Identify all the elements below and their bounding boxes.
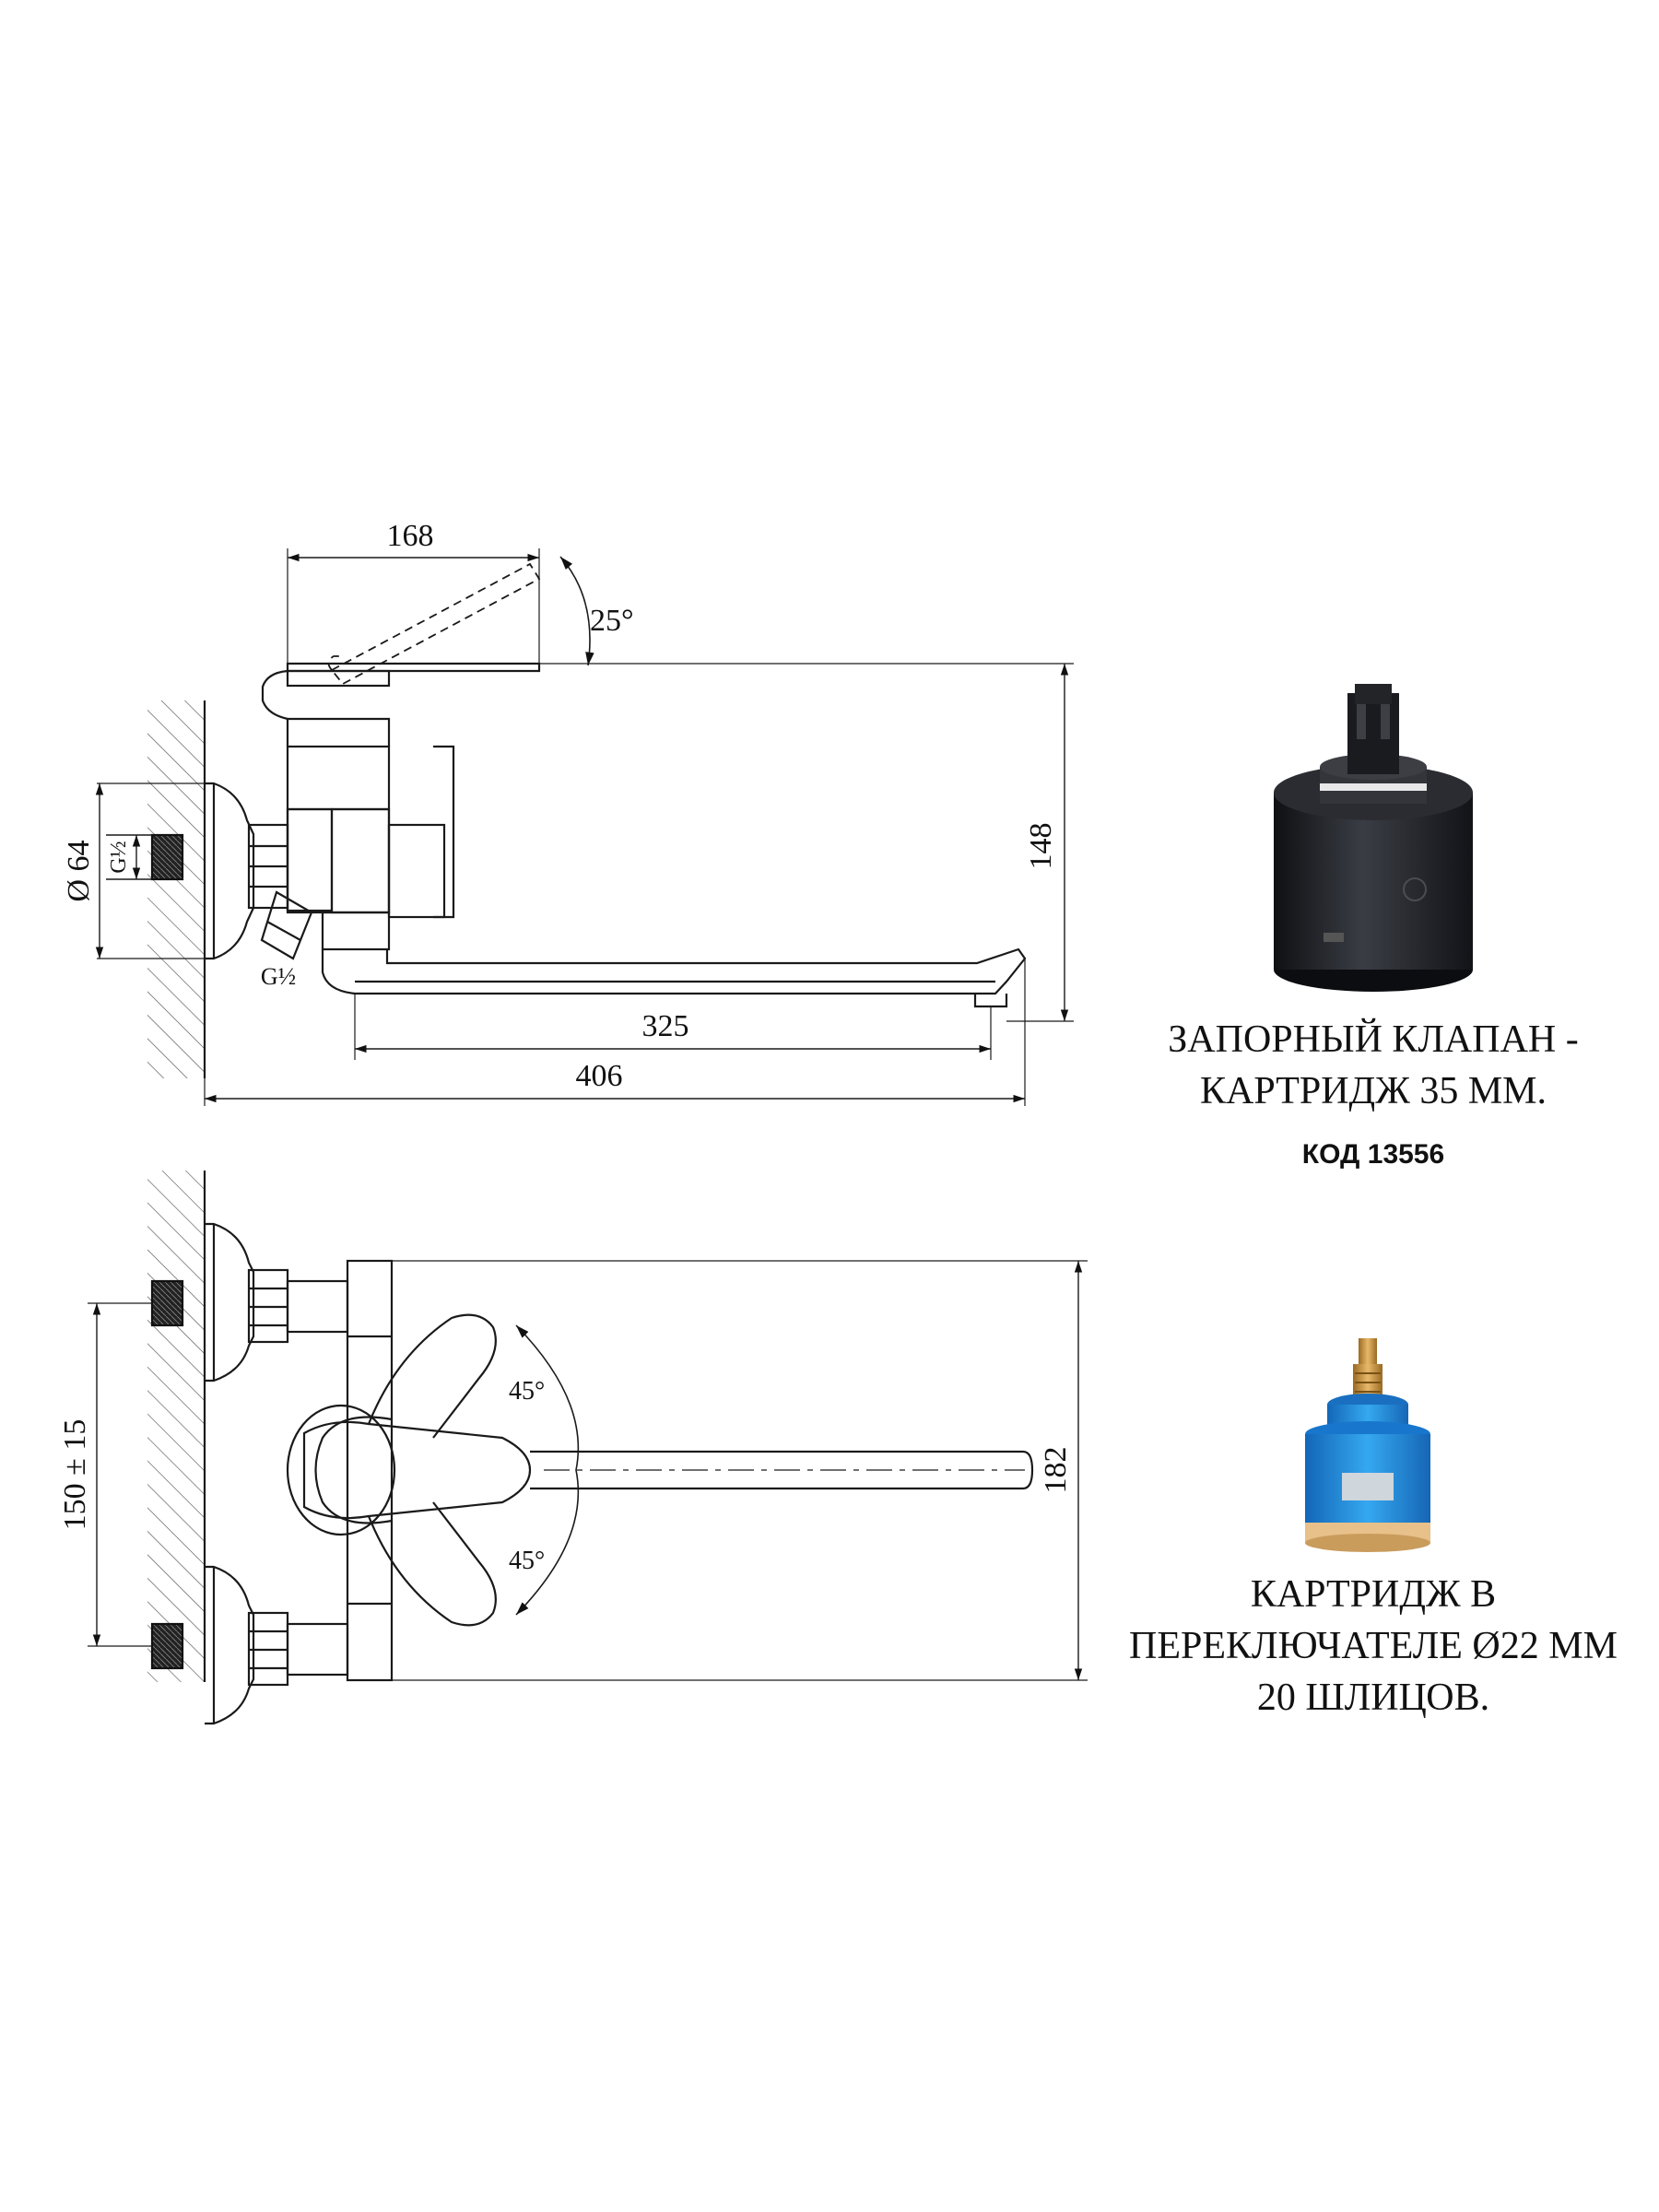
black-cartridge-caption-line1: ЗАПОРНЫЙ КЛАПАН - xyxy=(1168,1018,1579,1061)
handle-side xyxy=(286,662,541,673)
dim-168-label: 168 xyxy=(387,519,434,553)
angle-arc-45 xyxy=(515,1324,580,1616)
handle-hub-top xyxy=(314,1416,393,1524)
blue-cartridge-caption: КАРТРИДЖ В ПЕРЕКЛЮЧАТЕЛЕ Ø22 ММ 20 ШЛИЦО… xyxy=(1097,1569,1650,1724)
handle-top xyxy=(302,1420,532,1520)
bottom-outlet-side xyxy=(260,890,313,960)
wall-hatch-side xyxy=(147,700,205,1078)
angle-45-lower-label: 45° xyxy=(509,1547,545,1575)
diverter-knob-side xyxy=(433,745,455,919)
diverter-block-side xyxy=(387,823,446,919)
angle-25-label: 25° xyxy=(590,604,634,638)
top-view xyxy=(88,1171,1088,1725)
dim-150-label: 150 ± 15 xyxy=(58,1419,92,1531)
aerator-side xyxy=(973,994,1008,1008)
mixer-body-connector xyxy=(286,807,334,912)
blue-cartridge-caption-line2: ПЕРЕКЛЮЧАТЕЛЕ Ø22 ММ xyxy=(1129,1625,1618,1667)
thread-bottom-label: G½ xyxy=(261,963,296,990)
blue-cartridge-image xyxy=(1305,1338,1430,1552)
dim-325-label: 325 xyxy=(642,1009,689,1043)
angle-arc-25 xyxy=(559,556,594,666)
side-view xyxy=(95,548,1074,1106)
spout-swivel-side xyxy=(321,911,391,951)
dim-148-label: 148 xyxy=(1024,823,1058,870)
blue-cartridge-caption-line3: 20 ШЛИЦОВ. xyxy=(1256,1677,1490,1719)
dim-182-label: 182 xyxy=(1039,1447,1073,1494)
mixer-body-side xyxy=(286,745,391,914)
spout-top xyxy=(530,1450,1034,1490)
flange-upper xyxy=(205,1222,255,1382)
dim-406-label: 406 xyxy=(576,1059,623,1093)
mixer-body-top xyxy=(346,1259,394,1682)
thread-wall-label: G½ xyxy=(107,841,131,873)
handle-rotated-down xyxy=(367,1501,497,1627)
wall-connector-lower xyxy=(150,1622,184,1670)
blue-cartridge-caption-line1: КАРТРИДЖ В xyxy=(1250,1573,1497,1616)
dim-d64-label: Ø 64 xyxy=(62,840,96,901)
angle-45-upper-label: 45° xyxy=(509,1377,545,1406)
wall-connector-upper xyxy=(150,1279,184,1327)
black-cartridge-image xyxy=(1274,684,1473,992)
wall-hatch-top xyxy=(147,1171,205,1682)
black-cartridge-code: КОД 13556 xyxy=(1301,1139,1445,1170)
spout-side xyxy=(321,947,1027,995)
flange-lower xyxy=(205,1565,255,1725)
handle-rotated-up xyxy=(367,1313,497,1439)
handle-base-side xyxy=(261,669,389,721)
black-cartridge-caption: ЗАПОРНЫЙ КЛАПАН - КАРТРИДЖ 35 ММ. xyxy=(1106,1014,1641,1117)
flange-side xyxy=(205,782,255,960)
handle-tilted-dashed xyxy=(327,562,541,686)
black-cartridge-caption-line2: КАРТРИДЖ 35 ММ. xyxy=(1199,1070,1547,1112)
wall-connector-side xyxy=(150,833,184,881)
